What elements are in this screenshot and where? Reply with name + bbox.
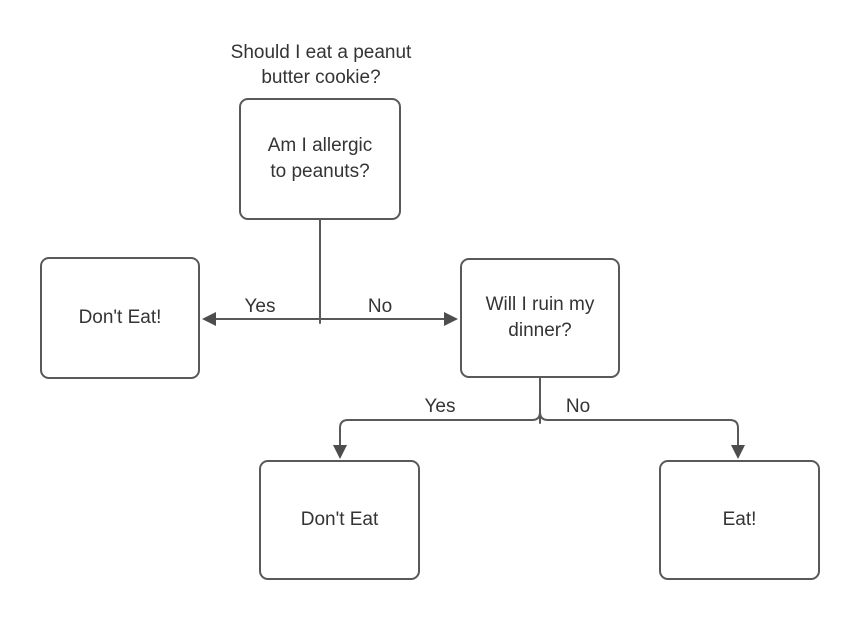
arrowhead-to-ruin-dinner-icon <box>444 312 458 326</box>
node-dont-eat-bottom-label: Don't Eat <box>300 509 379 530</box>
edge-label-no-allergic: No <box>367 296 393 317</box>
arrowhead-to-dont-eat-bottom-icon <box>333 445 347 459</box>
arrowhead-to-eat-icon <box>731 445 745 459</box>
node-am-i-allergic-label: Am I allergic to peanuts? <box>267 135 373 182</box>
node-dont-eat-bottom: Don't Eat <box>259 460 420 580</box>
diagram-title: Should I eat a peanut butter cookie? <box>230 42 412 88</box>
node-ruin-dinner: Will I ruin my dinner? <box>460 258 620 378</box>
node-ruin-dinner-label: Will I ruin my dinner? <box>485 294 595 341</box>
node-am-i-allergic: Am I allergic to peanuts? <box>239 98 401 220</box>
node-dont-eat-left: Don't Eat! <box>40 257 200 379</box>
edge-label-yes-dinner: Yes <box>424 396 456 417</box>
arrowhead-to-dont-eat-left-icon <box>202 312 216 326</box>
node-dont-eat-left-label: Don't Eat! <box>78 307 162 328</box>
edge-dinner-to-eat <box>539 378 739 445</box>
edge-label-no-dinner: No <box>565 396 591 417</box>
edge-label-yes-allergic: Yes <box>244 296 276 317</box>
node-eat-label: Eat! <box>722 509 757 530</box>
node-eat: Eat! <box>659 460 820 580</box>
